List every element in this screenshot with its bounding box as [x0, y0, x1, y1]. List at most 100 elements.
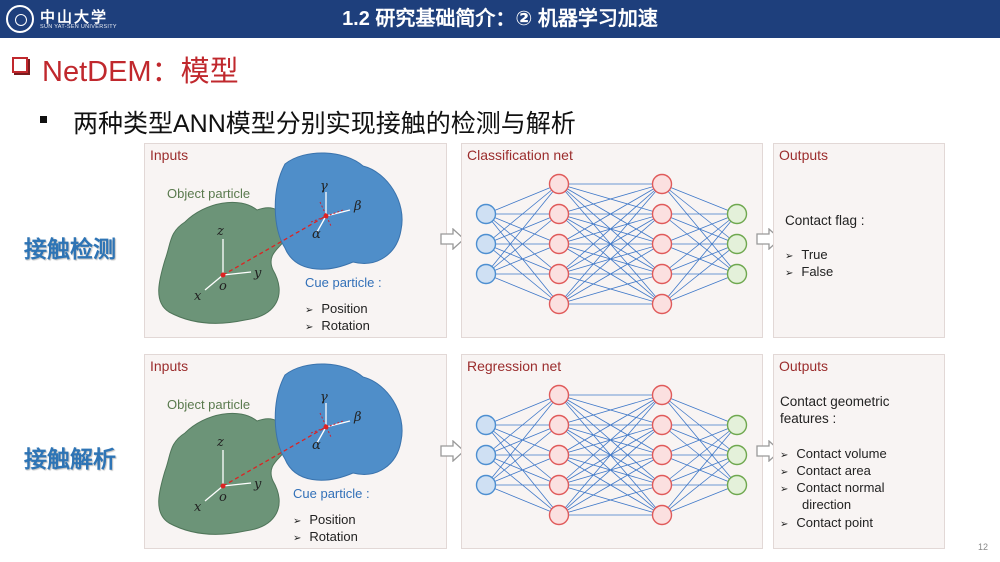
- hidden-node: [548, 173, 570, 195]
- hidden-node: [651, 504, 673, 526]
- network-edge: [558, 394, 663, 516]
- output-node: [726, 203, 748, 225]
- output-node: [726, 474, 748, 496]
- inputs-panel-title: Inputs: [150, 358, 189, 374]
- hidden-node: [651, 384, 673, 406]
- hidden-node: [548, 384, 570, 406]
- output-node: [726, 263, 748, 285]
- neural-network-diagram: [475, 384, 748, 526]
- axis-y-label: y: [253, 266, 262, 281]
- network-edge: [485, 183, 560, 275]
- hidden-node: [651, 233, 673, 255]
- object-particle-label: Object particle: [167, 186, 251, 201]
- particles-illustration: z y x o γ β α: [158, 363, 403, 535]
- output-node: [726, 414, 748, 436]
- hidden-node: [548, 263, 570, 285]
- arrow-bullet-icon: ➢: [785, 251, 794, 262]
- input-node: [475, 233, 497, 255]
- network-edge: [661, 484, 738, 516]
- network-edge: [485, 454, 560, 486]
- inputs-panel: Inputs z y x o γ β α Object particle Cue…: [144, 143, 447, 338]
- output-heading: Contact flag :: [785, 213, 865, 228]
- hidden-node: [548, 474, 570, 496]
- cue-particle-shape: [274, 152, 403, 270]
- arrow-bullet-icon: ➢: [293, 533, 302, 544]
- cue-item-rotation: ➢Rotation: [305, 318, 370, 333]
- cue-item-rotation: ➢Rotation: [293, 529, 358, 544]
- network-edge: [485, 183, 560, 215]
- outputs-panel-title: Outputs: [779, 358, 829, 374]
- input-node: [475, 263, 497, 285]
- bullet-point: 两种类型ANN模型分别实现接触的检测与解析: [40, 104, 576, 140]
- input-node: [475, 414, 497, 436]
- hidden-node: [651, 444, 673, 466]
- network-edge: [661, 424, 738, 516]
- network-edge: [485, 243, 560, 275]
- gamma-label: γ: [320, 179, 328, 194]
- network-edge: [558, 273, 663, 305]
- output-item-contact-volume: ➢Contact volume: [780, 446, 887, 461]
- output-item-true: ➢True: [785, 247, 828, 262]
- origin-label: o: [219, 490, 227, 505]
- network-edge: [485, 183, 560, 245]
- page-number: 12: [977, 542, 988, 552]
- network-edge: [661, 273, 738, 305]
- network-panel: Classification net: [461, 143, 763, 338]
- network-edge: [558, 183, 663, 215]
- hidden-node: [651, 203, 673, 225]
- object-particle-label: Object particle: [167, 397, 251, 412]
- hidden-node: [548, 233, 570, 255]
- output-node: [726, 233, 748, 255]
- output-item-contact-point: ➢Contact point: [780, 515, 873, 530]
- university-emblem-icon: [6, 5, 34, 33]
- network-edge: [661, 183, 738, 215]
- output-item-contact-area: ➢Contact area: [780, 463, 871, 478]
- network-panel-title: Regression net: [467, 358, 562, 374]
- network-edge: [485, 273, 560, 305]
- network-edge: [661, 424, 738, 486]
- network-edge: [558, 213, 663, 305]
- cue-item-position: ➢Position: [293, 512, 356, 527]
- slide-title: 1.2 研究基础简介：② 机器学习加速: [342, 8, 658, 30]
- network-edge: [558, 394, 663, 486]
- arrow-bullet-icon: ➢: [780, 450, 789, 461]
- hidden-node: [548, 444, 570, 466]
- checkbox-bullet-icon: [12, 57, 28, 73]
- hidden-node: [548, 203, 570, 225]
- network-edge: [558, 454, 663, 516]
- section-heading-text: NetDEM：模型: [42, 56, 239, 88]
- network-edge: [485, 394, 560, 426]
- gamma-label: γ: [320, 390, 328, 405]
- arrow-bullet-icon: ➢: [785, 268, 794, 279]
- network-edge: [661, 213, 738, 245]
- output-heading-line-2: features :: [780, 411, 837, 426]
- axis-x-label: x: [194, 289, 202, 304]
- output-item-contact-normal: ➢Contact normal: [780, 480, 885, 495]
- university-logo: 中山大学 SUN YAT-SEN UNIVERSITY: [6, 4, 156, 34]
- network-edge: [485, 424, 560, 486]
- network-panel: Regression net: [461, 354, 763, 549]
- alpha-label: α: [312, 227, 321, 242]
- outputs-panel-title: Outputs: [779, 147, 829, 163]
- cue-particle-label: Cue particle :: [293, 486, 370, 501]
- cue-particle-shape: [274, 363, 403, 481]
- input-node: [475, 474, 497, 496]
- particles-illustration: z y x o γ β α: [158, 152, 403, 324]
- network-edge: [661, 243, 738, 305]
- arrow-bullet-icon: ➢: [780, 467, 789, 478]
- output-item-direction: direction: [802, 497, 852, 512]
- input-node: [475, 203, 497, 225]
- input-node: [475, 444, 497, 466]
- network-edge: [558, 183, 663, 275]
- axis-x-label: x: [194, 500, 202, 515]
- hidden-node: [548, 504, 570, 526]
- network-edge: [661, 424, 738, 456]
- beta-label: β: [353, 410, 362, 425]
- network-edge: [661, 394, 738, 426]
- university-name: 中山大学: [40, 8, 109, 26]
- beta-label: β: [353, 199, 362, 214]
- output-item-false: ➢False: [785, 264, 834, 279]
- cue-particle-label: Cue particle :: [305, 275, 382, 290]
- axis-y-label: y: [253, 477, 262, 492]
- output-node: [726, 444, 748, 466]
